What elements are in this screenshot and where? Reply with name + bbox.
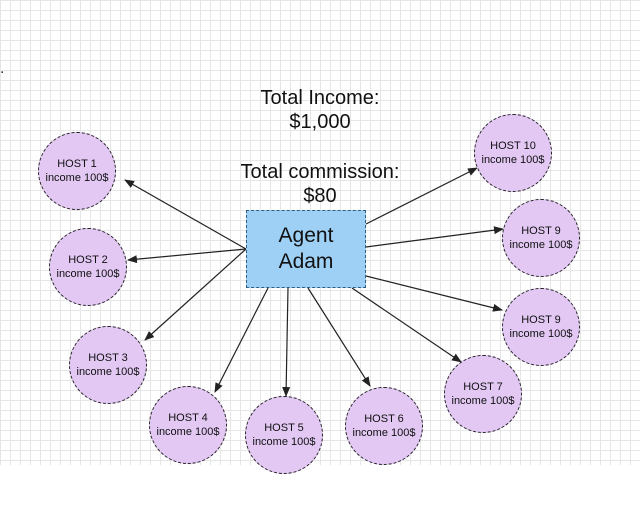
host-income: income 100$ <box>252 436 316 448</box>
host-income: income 100$ <box>509 239 573 251</box>
host-name: HOST 6 <box>364 413 404 425</box>
host-node-4[interactable]: HOST 4 income 100$ <box>149 386 227 464</box>
host-income: income 100$ <box>451 395 515 407</box>
edge-host-1 <box>124 179 247 250</box>
host-name: HOST 10 <box>490 140 536 152</box>
total-income-value: $1,000 <box>289 111 351 133</box>
host-node-2[interactable]: HOST 2 income 100$ <box>49 228 127 306</box>
edge-host-3 <box>144 248 247 341</box>
host-name: HOST 5 <box>264 422 304 434</box>
host-income: income 100$ <box>45 172 109 184</box>
host-income: income 100$ <box>156 426 220 438</box>
host-income: income 100$ <box>481 154 545 166</box>
host-node-6[interactable]: HOST 6 income 100$ <box>345 387 423 465</box>
host-name: HOST 4 <box>168 412 208 424</box>
edge-host-9a <box>365 226 504 248</box>
total-commission-label: Total commission: <box>240 161 400 183</box>
host-node-5[interactable]: HOST 5 income 100$ <box>245 396 323 474</box>
canvas-bottom-margin <box>0 465 640 518</box>
host-income: income 100$ <box>352 427 416 439</box>
edge-host-9b <box>365 275 503 312</box>
agent-title: Agent <box>278 224 334 247</box>
edge-host-6 <box>307 287 371 387</box>
edge-host-2 <box>127 248 247 264</box>
total-commission-value: $80 <box>303 185 337 207</box>
total-income-label: Total Income: <box>260 87 380 109</box>
host-income: income 100$ <box>76 366 140 378</box>
total-income-block: Total Income: $1,000 <box>210 86 430 134</box>
total-commission-block: Total commission: $80 <box>200 160 440 208</box>
host-name: HOST 3 <box>88 352 128 364</box>
agent-name: Adam <box>278 250 334 273</box>
host-node-9b[interactable]: HOST 9 income 100$ <box>502 288 580 366</box>
edge-host-7 <box>351 287 462 363</box>
host-name: HOST 1 <box>57 158 97 170</box>
host-income: income 100$ <box>509 328 573 340</box>
host-income: income 100$ <box>56 268 120 280</box>
host-node-9a[interactable]: HOST 9 income 100$ <box>502 199 580 277</box>
agent-node[interactable]: Agent Adam <box>246 210 366 288</box>
host-node-7[interactable]: HOST 7 income 100$ <box>444 355 522 433</box>
edge-host-10 <box>365 167 478 225</box>
edge-host-5 <box>282 287 291 397</box>
stray-mark: . <box>0 60 5 77</box>
host-name: HOST 2 <box>68 254 108 266</box>
host-name: HOST 9 <box>521 225 561 237</box>
host-name: HOST 9 <box>521 314 561 326</box>
host-node-10[interactable]: HOST 10 income 100$ <box>474 114 552 192</box>
host-name: HOST 7 <box>463 381 503 393</box>
host-node-1[interactable]: HOST 1 income 100$ <box>38 132 116 210</box>
edge-host-4 <box>214 287 269 393</box>
host-node-3[interactable]: HOST 3 income 100$ <box>69 326 147 404</box>
